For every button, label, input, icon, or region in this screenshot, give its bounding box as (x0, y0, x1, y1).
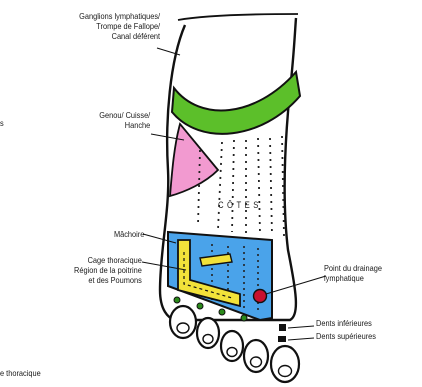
leg-top-edge (178, 14, 298, 20)
reflex-dotted-lines (198, 136, 284, 236)
lymph-drain-point (254, 290, 267, 303)
label-dents-superieures: Dents supérieures (316, 331, 376, 341)
label-machoire: Mâchoire (114, 229, 144, 239)
teeth-points (278, 324, 286, 342)
knee-zone (170, 124, 218, 196)
label-point-drainage: Point du drainage lymphatique (324, 263, 382, 283)
label-cotes: CÔTES (218, 200, 262, 210)
label-left-fragment-top: s (0, 118, 4, 128)
label-left-fragment-bottom: e thoracique (0, 368, 41, 378)
lymph-band-zone (172, 72, 300, 134)
label-cage: Cage thoracique Région de la poitrine et… (74, 255, 142, 285)
label-genou: Genou/ Cuisse/ Hanche (99, 110, 150, 130)
label-ganglions: Ganglions lymphatiques/ Trompe de Fallop… (79, 11, 160, 41)
label-dents-inferieures: Dents inférieures (316, 318, 372, 328)
